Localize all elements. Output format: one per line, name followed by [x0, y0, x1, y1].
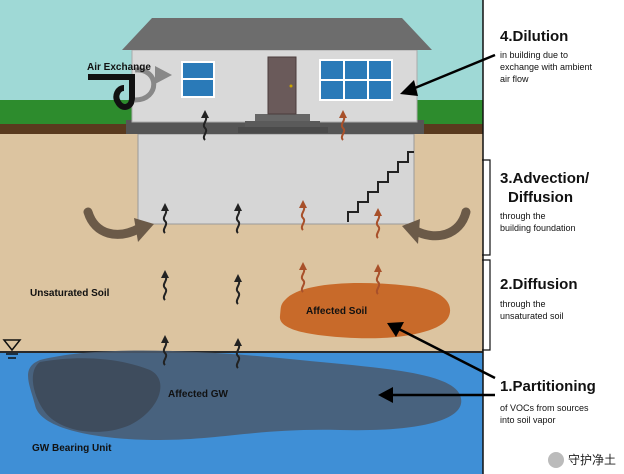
step-3-title-line-2: Diffusion: [508, 189, 573, 206]
bracket-advection: [482, 159, 491, 256]
pointer-dilution-icon: [400, 53, 496, 96]
step-2-line-1: through the: [500, 299, 546, 309]
air-exchange-label: Air Exchange: [87, 62, 151, 73]
step-1-line-1: of VOCs from sources: [500, 403, 589, 413]
step-1-line-2: into soil vapor: [500, 415, 556, 425]
step-2-line-2: unsaturated soil: [500, 311, 564, 321]
affected-gw-core: [32, 358, 161, 432]
step-3-line-2: building foundation: [500, 223, 576, 233]
pointer-partitioning-gw-icon: [378, 387, 495, 403]
front-steps-2: [245, 121, 320, 127]
air-exchange-duct-icon: [88, 66, 172, 110]
step-4-line-2: exchange with ambient: [500, 62, 593, 72]
door-knob: [289, 84, 293, 88]
wechat-icon: [547, 451, 564, 468]
watermark-text: 守护净土: [567, 453, 616, 467]
basement-foundation: [137, 133, 415, 225]
watermark: 守护净土: [547, 451, 616, 468]
unsaturated-soil-label: Unsaturated Soil: [30, 288, 110, 299]
advection-arrow-left-head-icon: [134, 218, 154, 242]
house-roof: [122, 18, 432, 50]
step-3-title-line-1: 3.Advection/: [500, 170, 590, 187]
step-4-line-1: in building due to: [500, 50, 569, 60]
affected-soil-blob: [279, 282, 451, 339]
right-window: [319, 59, 393, 101]
affected-gw-label: Affected GW: [168, 389, 228, 400]
advection-arrow-left-icon: [83, 207, 145, 239]
gw-bearing-unit-label: GW Bearing Unit: [32, 443, 112, 454]
bracket-diffusion: [482, 259, 491, 351]
basement-stairs: [347, 151, 414, 222]
water-table-symbol-icon: [2, 339, 22, 359]
step-4-title: 4.Dilution: [500, 28, 569, 45]
step-1-title: 1.Partitioning: [500, 378, 596, 395]
step-4-line-3: air flow: [500, 74, 529, 84]
step-3-line-1: through the: [500, 211, 546, 221]
affected-soil-label: Affected Soil: [306, 306, 368, 317]
left-window: [181, 61, 215, 98]
step-2-title: 2.Diffusion: [500, 276, 578, 293]
advection-arrow-right-icon: [409, 207, 471, 241]
front-steps-1: [255, 114, 310, 121]
front-steps-3: [238, 127, 328, 133]
advection-arrow-right-head-icon: [402, 219, 420, 244]
pointer-partitioning-soil-icon: [387, 322, 496, 380]
right-panel-bg: [483, 0, 624, 474]
